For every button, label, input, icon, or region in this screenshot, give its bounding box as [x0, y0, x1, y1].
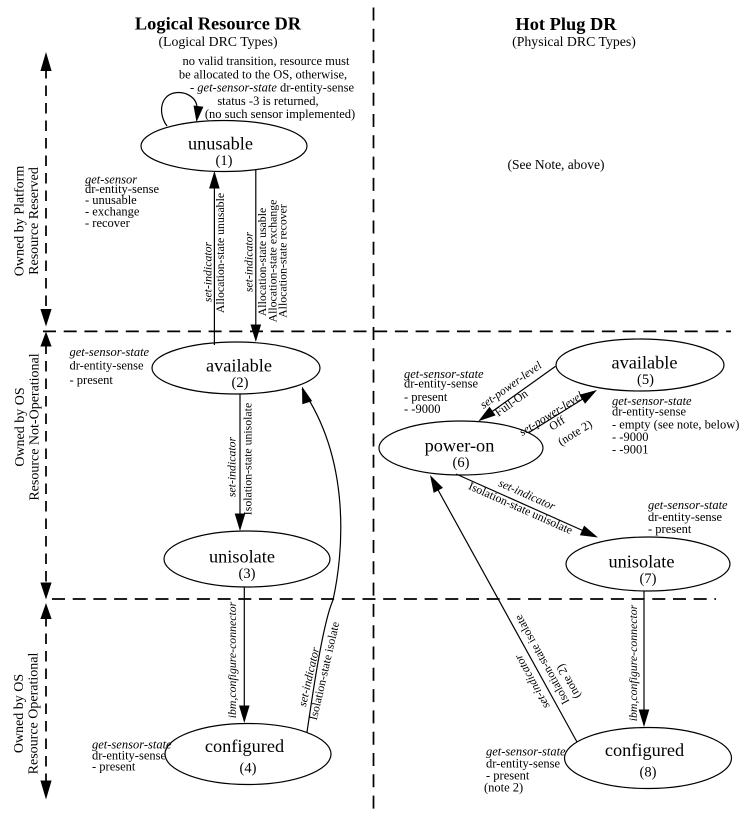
svg-text:- -9000: - -9000 [404, 402, 440, 416]
svg-text:- -9001: - -9001 [612, 442, 648, 456]
svg-text:- present: - present [648, 522, 692, 536]
svg-text:- present: - present [70, 373, 114, 387]
svg-text:dr-entity-sense: dr-entity-sense [70, 359, 144, 373]
svg-text:Resource Reserved: Resource Reserved [27, 167, 42, 275]
svg-text:Resource Operational: Resource Operational [26, 653, 41, 775]
svg-text:no valid transition, resource: no valid transition, resource must [183, 54, 351, 68]
svg-text:status -3 is returned,: status -3 is returned, [217, 94, 318, 108]
svg-text:(note 2): (note 2) [484, 781, 523, 795]
svg-text:ibm,configure-connector: ibm,configure-connector [225, 601, 239, 718]
svg-text:(5): (5) [637, 372, 654, 388]
svg-text:- get-sensor-state dr-entity-s: - get-sensor-state dr-entity-sense [190, 81, 355, 95]
svg-text:available: available [612, 353, 678, 373]
svg-text:Logical Resource DR: Logical Resource DR [135, 14, 302, 34]
svg-text:- recover: - recover [85, 216, 131, 230]
svg-text:- -9000: - -9000 [612, 430, 648, 444]
svg-text:ibm,configure-connector: ibm,configure-connector [626, 604, 640, 721]
svg-text:power-on: power-on [425, 436, 495, 456]
svg-text:get-sensor-state: get-sensor-state [648, 498, 728, 512]
svg-text:- unusable: - unusable [85, 193, 137, 207]
svg-text:get-sensor-state: get-sensor-state [404, 367, 484, 381]
svg-text:dr-entity-sense: dr-entity-sense [92, 749, 166, 763]
svg-text:dr-entity-sense: dr-entity-sense [85, 182, 159, 196]
svg-text:- exchange: - exchange [85, 205, 140, 219]
svg-text:- present: - present [486, 769, 530, 783]
svg-text:(1): (1) [216, 153, 233, 169]
svg-text:(3): (3) [239, 566, 256, 582]
svg-text:be allocated to the OS, otherw: be allocated to the OS, otherwise, [179, 67, 347, 81]
svg-text:(Logical DRC Types): (Logical DRC Types) [158, 34, 277, 50]
svg-text:Hot Plug DR: Hot Plug DR [515, 14, 617, 34]
svg-text:Owned by OS: Owned by OS [13, 387, 28, 466]
svg-text:Allocation-state exchange: Allocation-state exchange [265, 200, 279, 323]
svg-text:configured: configured [205, 736, 284, 756]
svg-text:(2): (2) [232, 375, 249, 391]
svg-text:(6): (6) [453, 455, 470, 471]
svg-text:Isolation-state unisolate: Isolation-state unisolate [241, 403, 255, 515]
svg-text:- present: - present [404, 390, 448, 404]
svg-text:(no such sensor implemented): (no such sensor implemented) [205, 107, 355, 121]
svg-text:(7): (7) [640, 571, 657, 587]
svg-text:dr-entity-sense: dr-entity-sense [404, 377, 478, 391]
svg-text:Allocation-state usable: Allocation-state usable [255, 208, 269, 316]
svg-text:Owned by Platform: Owned by Platform [12, 166, 27, 277]
svg-text:- empty (see note, below): - empty (see note, below) [612, 418, 739, 432]
svg-text:Resource Not-Operational: Resource Not-Operational [27, 353, 42, 500]
svg-text:get-sensor: get-sensor [85, 173, 137, 187]
svg-text:Allocation-state unusable: Allocation-state unusable [213, 193, 227, 313]
svg-text:get-sensor-state: get-sensor-state [486, 745, 566, 759]
svg-text:(4): (4) [240, 761, 257, 777]
svg-text:set-indicator: set-indicator [242, 231, 256, 292]
svg-text:available: available [206, 356, 272, 376]
svg-text:unisolate: unisolate [608, 552, 674, 572]
svg-text:dr-entity-sense: dr-entity-sense [612, 405, 686, 419]
svg-text:unusable: unusable [188, 134, 253, 154]
svg-text:dr-entity-sense: dr-entity-sense [648, 510, 722, 524]
svg-text:set-indicator: set-indicator [201, 241, 215, 302]
svg-text:- present: - present [92, 760, 136, 774]
svg-text:get-sensor-state: get-sensor-state [612, 394, 692, 408]
svg-text:get-sensor-state: get-sensor-state [70, 345, 150, 359]
svg-text:Allocation-state recover: Allocation-state recover [276, 204, 290, 318]
svg-text:Owned by OS: Owned by OS [12, 674, 27, 753]
svg-text:unisolate: unisolate [209, 547, 275, 567]
svg-text:dr-entity-sense: dr-entity-sense [486, 757, 560, 771]
svg-text:set-indicator: set-indicator [225, 436, 239, 497]
svg-text:(Physical DRC Types): (Physical DRC Types) [512, 34, 636, 50]
svg-text:get-sensor-state: get-sensor-state [92, 738, 172, 752]
svg-text:(8): (8) [640, 765, 657, 781]
svg-text:configured: configured [605, 740, 684, 760]
svg-text:(See Note, above): (See Note, above) [507, 157, 604, 172]
